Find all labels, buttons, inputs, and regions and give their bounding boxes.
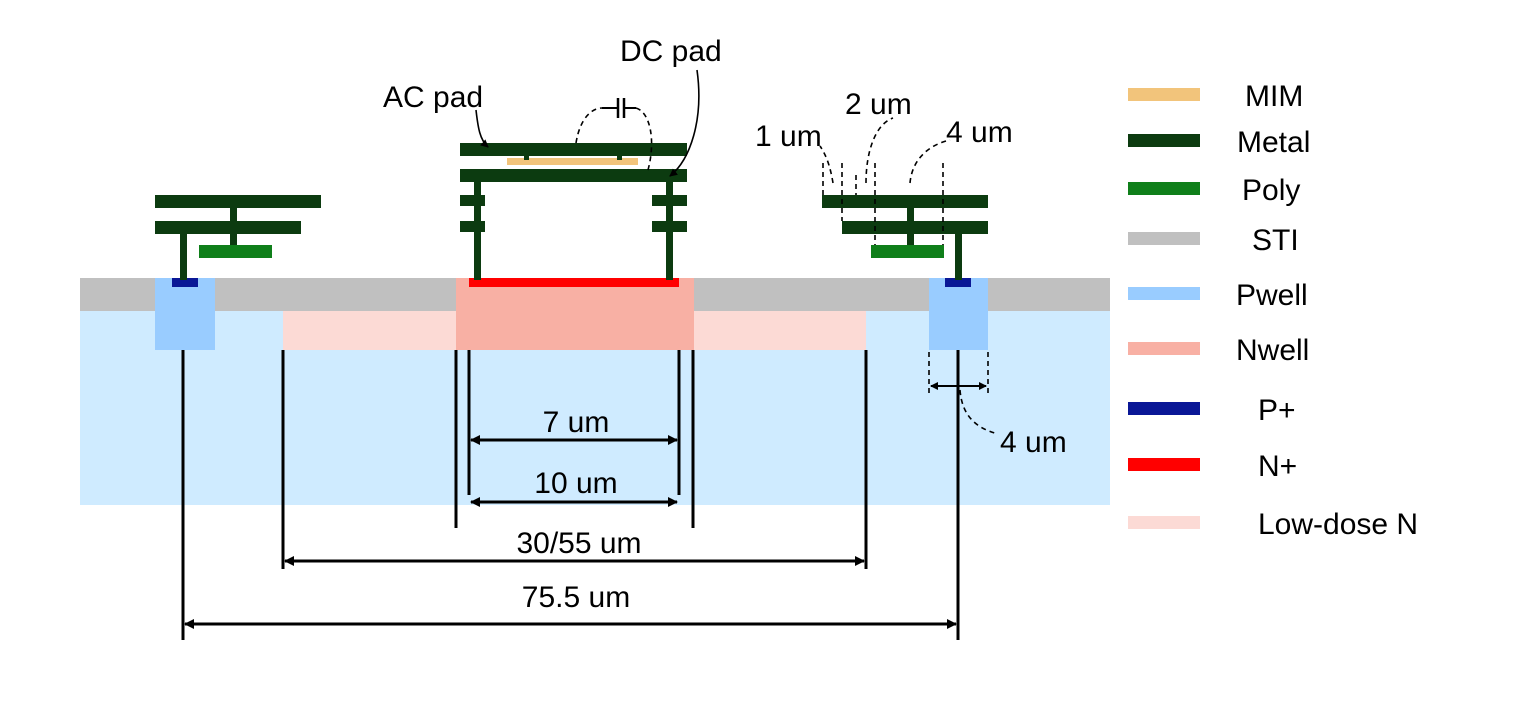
legend-item-nwell: Nwell <box>1128 334 1309 367</box>
svg-text:Metal: Metal <box>1237 126 1310 159</box>
dim-30-55um-label: 30/55 um <box>516 527 641 560</box>
nplus-contact <box>469 278 679 287</box>
legend-item-nplus: N+ <box>1128 450 1297 483</box>
central-pad-stack <box>460 143 687 280</box>
capacitor-symbol-icon <box>575 98 653 171</box>
legend: MIM Metal Poly STI Pwell Nwell P+ N+ <box>1128 80 1418 541</box>
left-metal-stack <box>155 195 321 280</box>
legend-item-low-dose-n: Low-dose N <box>1128 508 1418 541</box>
pwell-left <box>155 278 215 350</box>
dc-pad-callout <box>669 69 700 177</box>
legend-item-metal: Metal <box>1128 126 1310 159</box>
svg-text:P+: P+ <box>1258 394 1296 427</box>
pplus-left <box>172 278 198 287</box>
svg-text:Poly: Poly <box>1242 174 1300 207</box>
legend-item-sti: STI <box>1128 224 1299 257</box>
dim-10um-label: 10 um <box>534 467 617 500</box>
dc-pad-label: DC pad <box>620 35 722 68</box>
pwell-right <box>929 278 988 350</box>
ac-pad-callout <box>475 109 489 148</box>
dim-1um-label: 1 um <box>755 120 822 153</box>
legend-item-poly: Poly <box>1128 174 1300 207</box>
dimension-lines <box>181 350 999 640</box>
pplus-right <box>945 278 971 287</box>
right-metal-stack <box>822 195 988 280</box>
svg-text:STI: STI <box>1252 224 1299 257</box>
nwell-region <box>456 278 694 350</box>
legend-item-pwell: Pwell <box>1128 279 1308 312</box>
legend-item-pplus: P+ <box>1128 394 1296 427</box>
dim-4um-right-label: 4 um <box>1000 426 1067 459</box>
ac-pad-label: AC pad <box>383 81 483 114</box>
dim-2um-label: 2 um <box>845 88 912 121</box>
dim-7um-label: 7 um <box>543 406 610 439</box>
svg-text:Pwell: Pwell <box>1236 279 1308 312</box>
dim-4um-top-label: 4 um <box>946 116 1013 149</box>
svg-text:N+: N+ <box>1258 450 1297 483</box>
svg-text:MIM: MIM <box>1245 80 1303 113</box>
svg-text:Low-dose N: Low-dose N <box>1258 508 1418 541</box>
svg-text:Nwell: Nwell <box>1236 334 1309 367</box>
dim-75um-label: 75.5 um <box>522 581 630 614</box>
legend-item-mim: MIM <box>1128 80 1303 113</box>
spacing-markers <box>819 117 951 245</box>
